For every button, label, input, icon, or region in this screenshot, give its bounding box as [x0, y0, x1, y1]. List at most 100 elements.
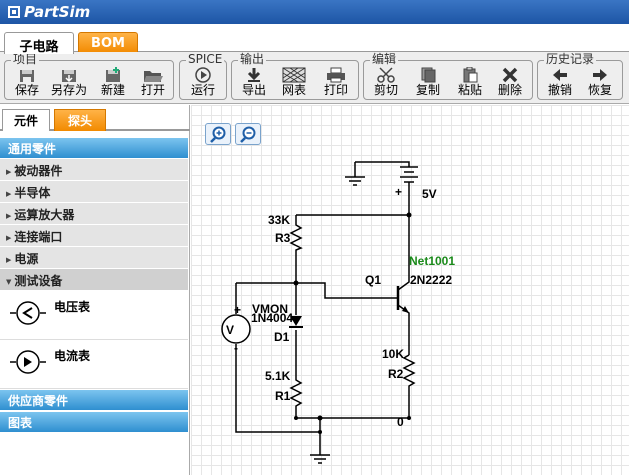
- device-label: 电压表: [54, 300, 91, 314]
- meter-symbol: V: [226, 323, 234, 337]
- run-label: 运行: [190, 83, 215, 97]
- category-ports[interactable]: ▶连接端口: [0, 225, 188, 247]
- group-title-edit: 编辑: [370, 52, 399, 66]
- category-passive[interactable]: ▶被动器件: [0, 159, 188, 181]
- open-label: 打开: [140, 83, 165, 97]
- category-label: 连接端口: [14, 230, 63, 244]
- tab-components[interactable]: 元件: [2, 109, 50, 131]
- print-button[interactable]: 打印: [318, 67, 354, 99]
- zoom-in-button[interactable]: [205, 123, 231, 145]
- section-charts[interactable]: 图表: [0, 412, 188, 432]
- r3-value: 33K: [268, 213, 290, 227]
- toolbar: 项目 保存 另存为 新建 打开 SPICE 运行 输出 导出: [0, 52, 629, 104]
- copy-icon: [421, 67, 436, 83]
- ammeter-icon: [10, 350, 46, 374]
- title-bar: PartSim: [0, 0, 629, 24]
- group-project: 项目 保存 另存为 新建 打开: [4, 52, 174, 100]
- netlist-icon: [282, 67, 306, 83]
- schematic-canvas[interactable]: V + - + 5V 33K R3 Net1001 Q1 2N2222 VMON…: [191, 105, 629, 475]
- save-as-button[interactable]: 另存为: [49, 67, 89, 99]
- category-label: 电源: [14, 252, 39, 266]
- caret-right-icon: ▶: [6, 189, 12, 198]
- r3-ref: R3: [275, 231, 291, 245]
- group-title-project: 项目: [11, 52, 40, 66]
- delete-button[interactable]: 删除: [492, 67, 528, 99]
- group-title-spice: SPICE: [186, 52, 225, 66]
- panel-tab-bar: 元件 探头: [0, 105, 190, 131]
- new-icon: [106, 67, 120, 82]
- device-voltmeter[interactable]: 电压表: [0, 292, 188, 340]
- delete-label: 删除: [497, 83, 522, 97]
- paste-button[interactable]: 粘贴: [452, 67, 488, 99]
- q1-ref: Q1: [365, 273, 381, 287]
- r1-value: 5.1K: [265, 369, 291, 383]
- tab-probes[interactable]: 探头: [54, 109, 106, 131]
- voltmeter-icon: [10, 301, 46, 325]
- open-folder-icon: [144, 71, 163, 82]
- battery-plus: +: [395, 185, 402, 199]
- save-label: 保存: [14, 83, 39, 97]
- scissors-icon: [377, 67, 395, 83]
- category-label: 半导体: [14, 186, 51, 200]
- group-history: 历史记录 撤销 恢复: [537, 52, 623, 100]
- redo-button[interactable]: 恢复: [582, 67, 618, 99]
- vmon-label: VMON: [252, 302, 288, 316]
- group-title-history: 历史记录: [544, 52, 597, 66]
- group-spice: SPICE 运行: [179, 52, 227, 100]
- netlist-button[interactable]: 网表: [276, 67, 312, 99]
- device-ammeter[interactable]: 电流表: [0, 341, 188, 389]
- group-edit: 编辑 剪切 复制 粘贴 删除: [363, 52, 533, 100]
- save-icon: [20, 70, 34, 82]
- category-test-equipment[interactable]: ▼测试设备: [0, 269, 188, 291]
- copy-button[interactable]: 复制: [410, 67, 446, 99]
- r1-ref: R1: [275, 389, 291, 403]
- category-label: 运算放大器: [14, 208, 75, 222]
- chip-logo-icon: [8, 6, 20, 18]
- d1-ref: D1: [274, 330, 290, 344]
- save-as-icon: [62, 70, 76, 83]
- component-panel: 元件 探头 通用零件 ▶被动器件 ▶半导体 ▶运算放大器 ▶连接端口 ▶电源 ▼…: [0, 105, 190, 475]
- category-label: 被动器件: [14, 164, 63, 178]
- net-label: Net1001: [409, 254, 455, 268]
- caret-right-icon: ▶: [6, 211, 12, 220]
- export-button[interactable]: 导出: [236, 67, 272, 99]
- group-output: 输出 导出 网表 打印: [231, 52, 359, 100]
- netlist-label: 网表: [281, 83, 306, 97]
- delete-x-icon: [502, 67, 518, 83]
- zoom-out-icon: [240, 126, 256, 143]
- node-zero-label: 0: [397, 415, 404, 429]
- device-label: 电流表: [54, 349, 91, 363]
- r2-ref: R2: [388, 367, 404, 381]
- zoom-out-button[interactable]: [235, 123, 261, 145]
- q1-part: 2N2222: [410, 273, 452, 287]
- undo-label: 撤销: [547, 83, 572, 97]
- caret-right-icon: ▶: [6, 233, 12, 242]
- tab-bom[interactable]: BOM: [78, 32, 138, 53]
- group-title-output: 输出: [238, 52, 267, 66]
- zoom-in-icon: [210, 126, 226, 143]
- redo-arrow-icon: [593, 69, 607, 81]
- battery-value: 5V: [422, 187, 437, 201]
- open-button[interactable]: 打开: [135, 67, 171, 99]
- new-label: 新建: [100, 83, 125, 97]
- category-opamp[interactable]: ▶运算放大器: [0, 203, 188, 225]
- run-button[interactable]: 运行: [185, 67, 221, 99]
- undo-button[interactable]: 撤销: [542, 67, 578, 99]
- save-button[interactable]: 保存: [9, 67, 45, 99]
- export-label: 导出: [241, 83, 266, 97]
- app-title: PartSim: [24, 3, 91, 21]
- redo-label: 恢复: [587, 83, 612, 97]
- category-power[interactable]: ▶电源: [0, 247, 188, 269]
- export-arrow-icon: [247, 68, 261, 82]
- section-vendor-parts[interactable]: 供应商零件: [0, 390, 188, 410]
- undo-arrow-icon: [553, 69, 567, 81]
- meter-minus: -: [234, 341, 238, 355]
- tab-subcircuit[interactable]: 子电路: [4, 32, 74, 55]
- caret-right-icon: ▶: [6, 167, 12, 176]
- play-icon: [195, 67, 211, 83]
- section-general-parts[interactable]: 通用零件: [0, 138, 188, 158]
- cut-button[interactable]: 剪切: [368, 67, 404, 99]
- category-semiconductor[interactable]: ▶半导体: [0, 181, 188, 203]
- new-button[interactable]: 新建: [95, 67, 131, 99]
- circuit-schematic: V + - + 5V 33K R3 Net1001 Q1 2N2222 VMON…: [221, 161, 455, 464]
